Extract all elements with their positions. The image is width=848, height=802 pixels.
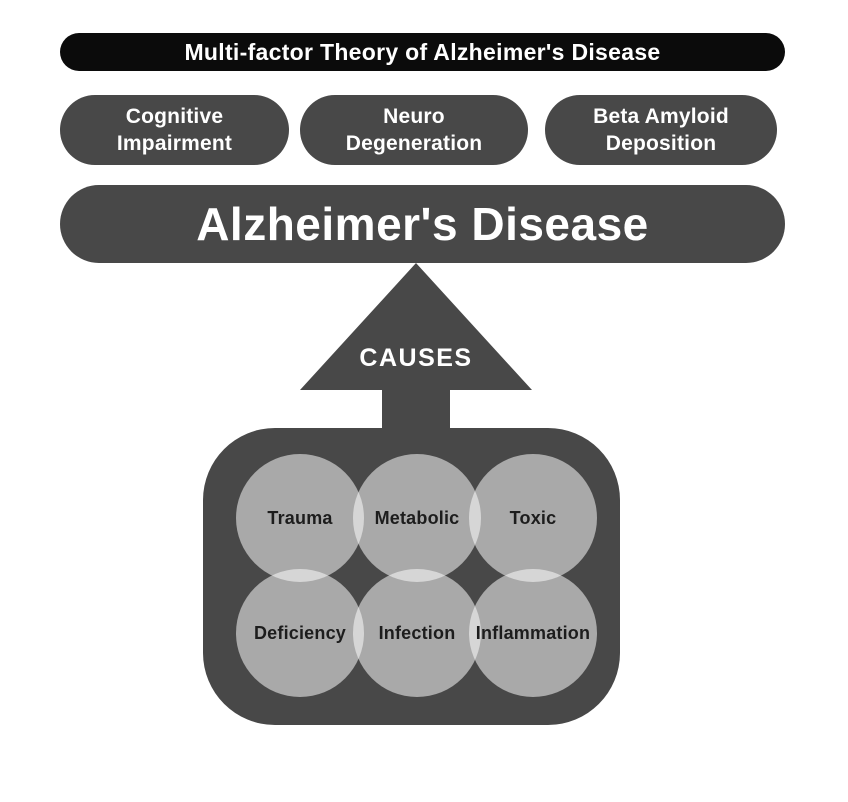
factor-label-line: Degeneration: [345, 132, 483, 155]
factor-label-line: Impairment: [116, 132, 233, 155]
factor-pill-cognitive-impairment: Cognitive Impairment: [60, 95, 289, 165]
disease-label: Alzheimer's Disease: [196, 198, 649, 250]
factor-label-line: Beta Amyloid: [593, 105, 729, 128]
causes-container: Trauma Metabolic Toxic Deficiency Infect…: [203, 428, 620, 725]
factor-label-line: Cognitive: [125, 105, 224, 128]
cause-label: Toxic: [509, 507, 557, 528]
cause-circle-inflammation: Inflammation: [469, 569, 597, 697]
cause-circle-infection: Infection: [353, 569, 481, 697]
disease-bar: Alzheimer's Disease: [60, 185, 785, 263]
factor-label-line: Neuro: [383, 105, 445, 128]
cause-circle-trauma: Trauma: [236, 454, 364, 582]
cause-circle-metabolic: Metabolic: [353, 454, 481, 582]
title-banner: Multi-factor Theory of Alzheimer's Disea…: [60, 33, 785, 71]
factor-pill-beta-amyloid-deposition: Beta Amyloid Deposition: [545, 95, 777, 165]
cause-label: Deficiency: [253, 622, 347, 643]
cause-label: Trauma: [267, 507, 333, 528]
cause-circle-deficiency: Deficiency: [236, 569, 364, 697]
cause-label: Inflammation: [475, 622, 591, 643]
cause-label: Infection: [378, 622, 456, 643]
factor-pill-neuro-degeneration: Neuro Degeneration: [300, 95, 528, 165]
up-arrow-icon: [300, 263, 532, 430]
diagram-title: Multi-factor Theory of Alzheimer's Disea…: [184, 38, 661, 65]
cause-label: Metabolic: [374, 507, 460, 528]
cause-circle-toxic: Toxic: [469, 454, 597, 582]
factor-label-line: Deposition: [605, 132, 717, 155]
causes-label: CAUSES: [359, 343, 473, 372]
